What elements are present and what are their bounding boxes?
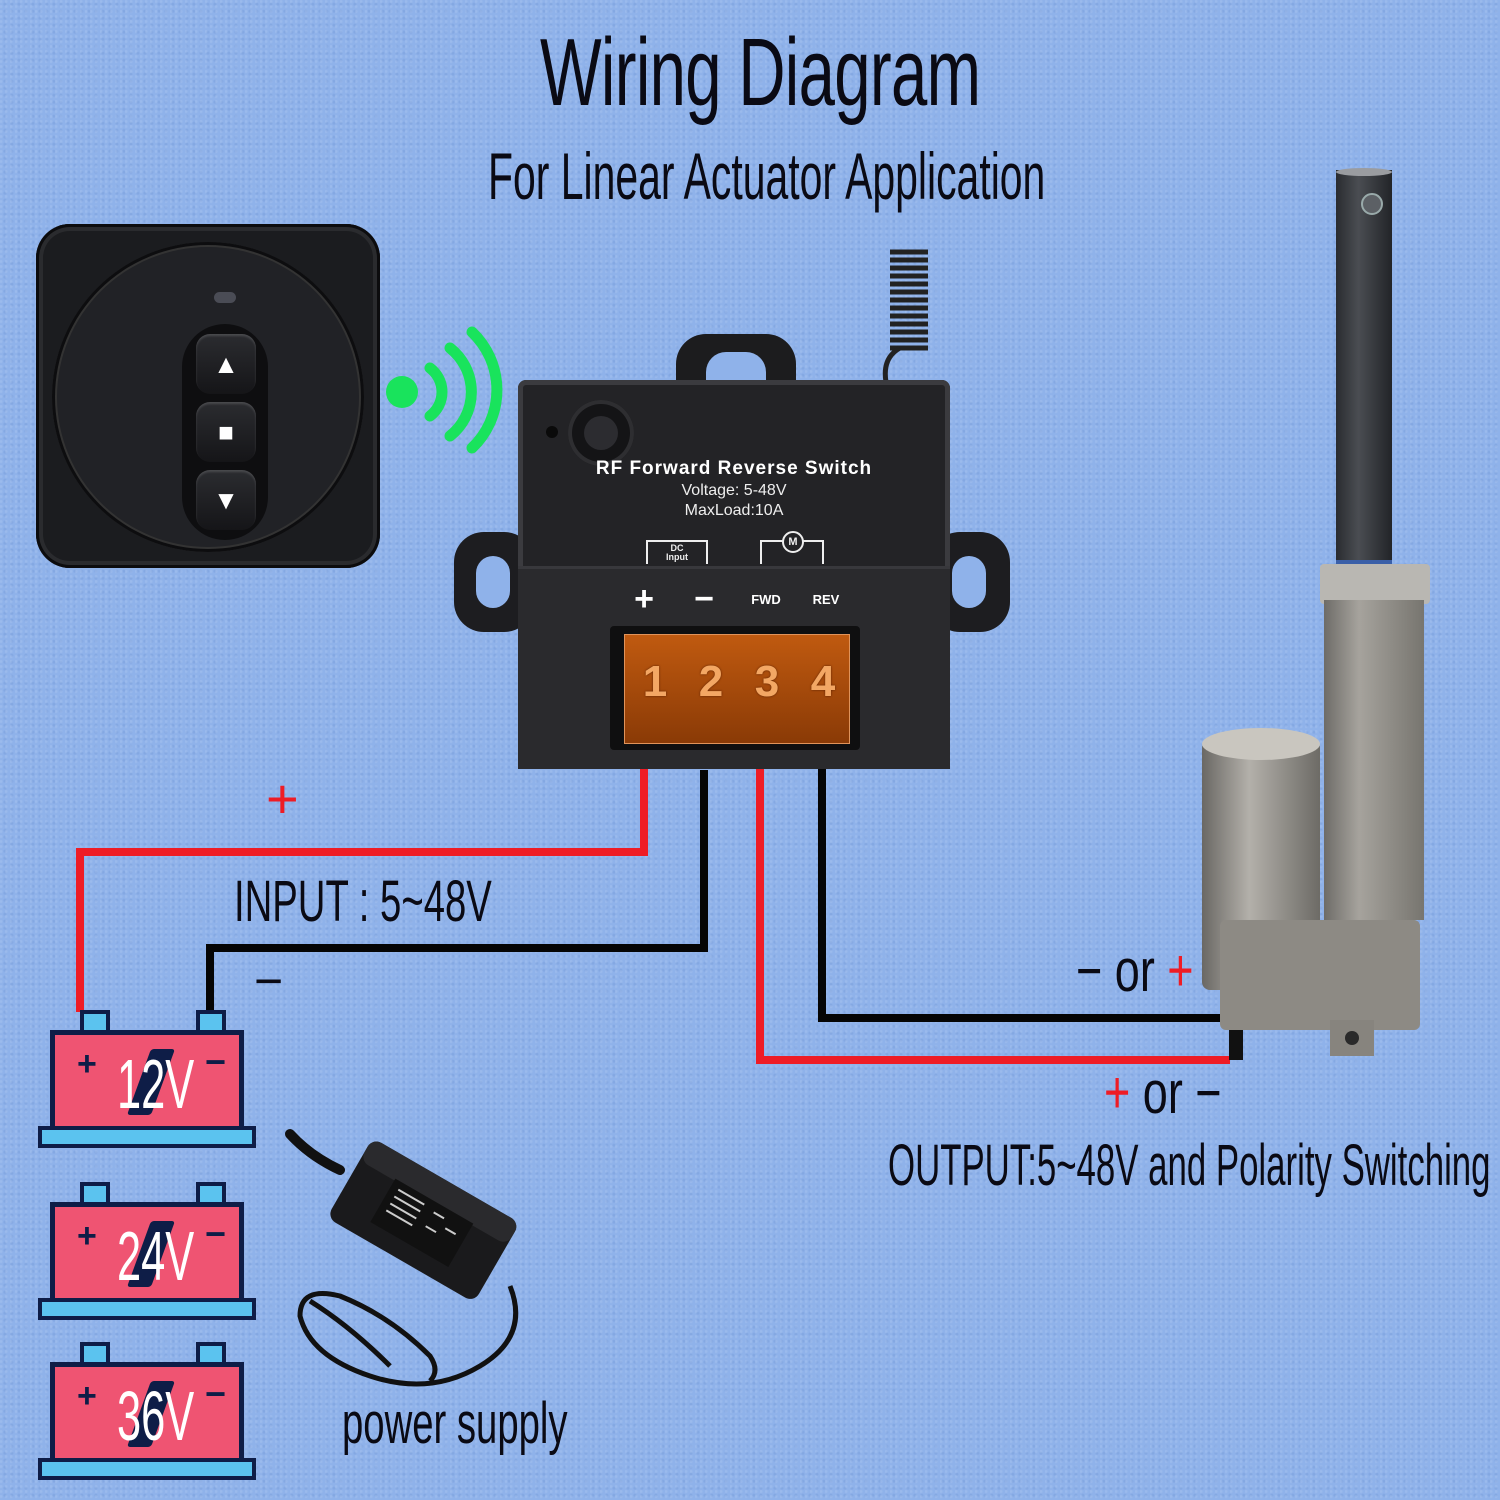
polarity-a: + [1104, 1059, 1143, 1126]
remote-button-group: ▲ ■ ▼ [182, 324, 268, 540]
battery-minus-sign: − [205, 1213, 227, 1254]
input-minus-sign: − [254, 953, 284, 1009]
motor-icon: M [782, 531, 804, 553]
battery-minus-sign: − [205, 1373, 227, 1414]
terminal-block: 1 2 3 4 [610, 626, 860, 750]
battery-plus-sign: + [77, 1217, 97, 1255]
controller-name: RF Forward Reverse Switch [595, 458, 873, 479]
linear-actuator [1202, 168, 1430, 1056]
dc-input-label: DC Input [666, 543, 688, 562]
remote-down-button[interactable]: ▼ [196, 470, 256, 530]
actuator-base [1220, 920, 1420, 1030]
controller-max-load: MaxLoad:10A [684, 502, 784, 519]
remote-led-indicator [214, 292, 236, 303]
actuator-rod [1336, 170, 1392, 570]
terminal-number-2: 2 [698, 657, 724, 706]
terminal-label-rev: REV [812, 591, 840, 607]
battery-24v: + − 24V [38, 1182, 256, 1320]
battery-body: + − 24V [50, 1202, 244, 1308]
dc-input-bracket: DC Input [646, 540, 708, 564]
battery-voltage: 24V [117, 1217, 195, 1295]
polarity-b: + [1154, 937, 1194, 1004]
wireless-signal-icon [386, 326, 503, 454]
diagram-subtitle: For Linear Actuator Application [488, 139, 1046, 213]
battery-positive-post [80, 1182, 110, 1204]
antenna-coil-icon [882, 249, 928, 383]
battery-base [38, 1458, 256, 1480]
battery-36v: + − 36V [38, 1342, 256, 1480]
motor-bracket: M [760, 531, 824, 564]
output-polarity-top: − or + [1076, 936, 1194, 1005]
terminal-label-fwd: FWD [751, 591, 781, 607]
terminal-cover: 1 2 3 4 [624, 634, 850, 744]
arrow-up-icon: ▲ [213, 348, 239, 379]
battery-plus-sign: + [77, 1045, 97, 1083]
output-polarity-bottom: + or − [1104, 1058, 1222, 1127]
output-voltage-label: OUTPUT:5~48V and Polarity Switching [888, 1133, 1491, 1198]
battery-minus-sign: − [205, 1041, 227, 1082]
learn-button[interactable] [568, 400, 634, 466]
remote-dial: ▲ ■ ▼ [52, 242, 364, 552]
terminal-number-4: 4 [810, 657, 836, 706]
terminal-number-1: 1 [642, 657, 668, 706]
input-plus-sign: + [266, 767, 299, 830]
remote-up-button[interactable]: ▲ [196, 334, 256, 394]
battery-body: + − 36V [50, 1362, 244, 1468]
power-adapter-icon [285, 1129, 519, 1387]
battery-base [38, 1126, 256, 1148]
status-led [546, 426, 558, 438]
battery-body: + − 12V [50, 1030, 244, 1136]
battery-positive-post [80, 1342, 110, 1364]
battery-12v: + − 12V [38, 1010, 256, 1148]
polarity-or: or [1142, 1059, 1183, 1126]
remote-stop-button[interactable]: ■ [196, 402, 256, 462]
battery-voltage: 36V [117, 1377, 195, 1455]
output-fwd-wire [756, 768, 1230, 1064]
controller-voltage: Voltage: 5-48V [681, 482, 787, 499]
stop-square-icon: ■ [218, 416, 234, 447]
battery-base [38, 1298, 256, 1320]
terminal-label-minus: − [694, 579, 714, 618]
diagram-title: Wiring Diagram [540, 19, 981, 126]
polarity-or: or [1114, 937, 1155, 1004]
battery-positive-post [80, 1010, 110, 1032]
battery-plus-sign: + [77, 1377, 97, 1415]
polarity-a: − [1076, 937, 1115, 1004]
battery-voltage: 12V [117, 1045, 195, 1123]
power-supply-label: power supply [342, 1391, 568, 1456]
arrow-down-icon: ▼ [213, 484, 239, 515]
terminal-label-plus: + [634, 579, 654, 618]
input-voltage-label: INPUT : 5~48V [234, 869, 492, 934]
polarity-b: − [1182, 1059, 1222, 1126]
rf-controller: RF Forward Reverse Switch Voltage: 5-48V… [518, 380, 950, 769]
battery-negative-post [196, 1010, 226, 1032]
battery-negative-post [196, 1342, 226, 1364]
actuator-tube [1320, 564, 1430, 604]
terminal-number-3: 3 [754, 657, 780, 706]
battery-negative-post [196, 1182, 226, 1204]
wireless-remote: ▲ ■ ▼ [36, 224, 380, 568]
